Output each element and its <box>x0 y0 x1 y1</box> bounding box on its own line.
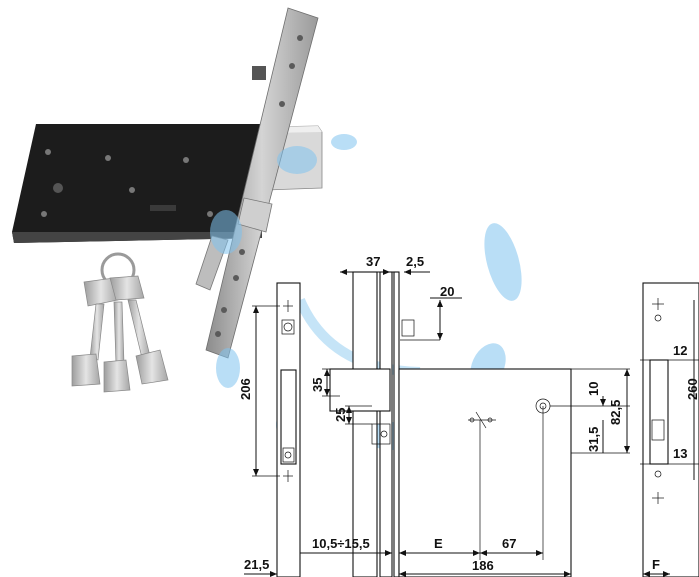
dim-21-5: 21,5 <box>244 557 269 572</box>
lock-side-view <box>329 271 440 577</box>
watermark <box>210 134 522 450</box>
keys <box>71 252 169 393</box>
dim-20: 20 <box>440 284 454 299</box>
faceplate-holes <box>215 35 303 337</box>
dim-67: 67 <box>502 536 516 551</box>
dim-F: F <box>652 557 660 572</box>
lock-illustration <box>12 7 323 393</box>
dim-2-5: 2,5 <box>406 254 424 269</box>
dim-10-5-15-5: 10,5÷15,5 <box>312 536 370 551</box>
lock-body-outline <box>398 368 572 577</box>
strike-plate-front <box>276 282 301 577</box>
dim-12: 12 <box>673 343 687 358</box>
lock-case <box>12 124 262 243</box>
top-tab <box>252 66 266 80</box>
dim-25: 25 <box>333 408 348 422</box>
dim-10: 10 <box>586 382 601 396</box>
dim-13: 13 <box>673 446 687 461</box>
dim-35: 35 <box>310 378 325 392</box>
dim-260: 260 <box>685 378 699 400</box>
dimension-labels: 37 2,5 20 206 35 25 10 82,5 31,5 10,5÷15… <box>238 254 699 573</box>
lock-case-side <box>12 232 262 243</box>
technical-drawing: 37 2,5 20 206 35 25 10 82,5 31,5 10,5÷15… <box>238 254 699 577</box>
dim-E: E <box>434 536 443 551</box>
dim-186: 186 <box>472 558 494 573</box>
dim-82-5: 82,5 <box>608 400 623 425</box>
latch <box>237 197 273 233</box>
strike-plate-right <box>642 282 699 577</box>
dim-206: 206 <box>238 378 253 400</box>
dim-31-5: 31,5 <box>586 427 601 452</box>
case-screws <box>41 149 213 217</box>
dim-37: 37 <box>366 254 380 269</box>
dimension-lines <box>244 269 699 577</box>
